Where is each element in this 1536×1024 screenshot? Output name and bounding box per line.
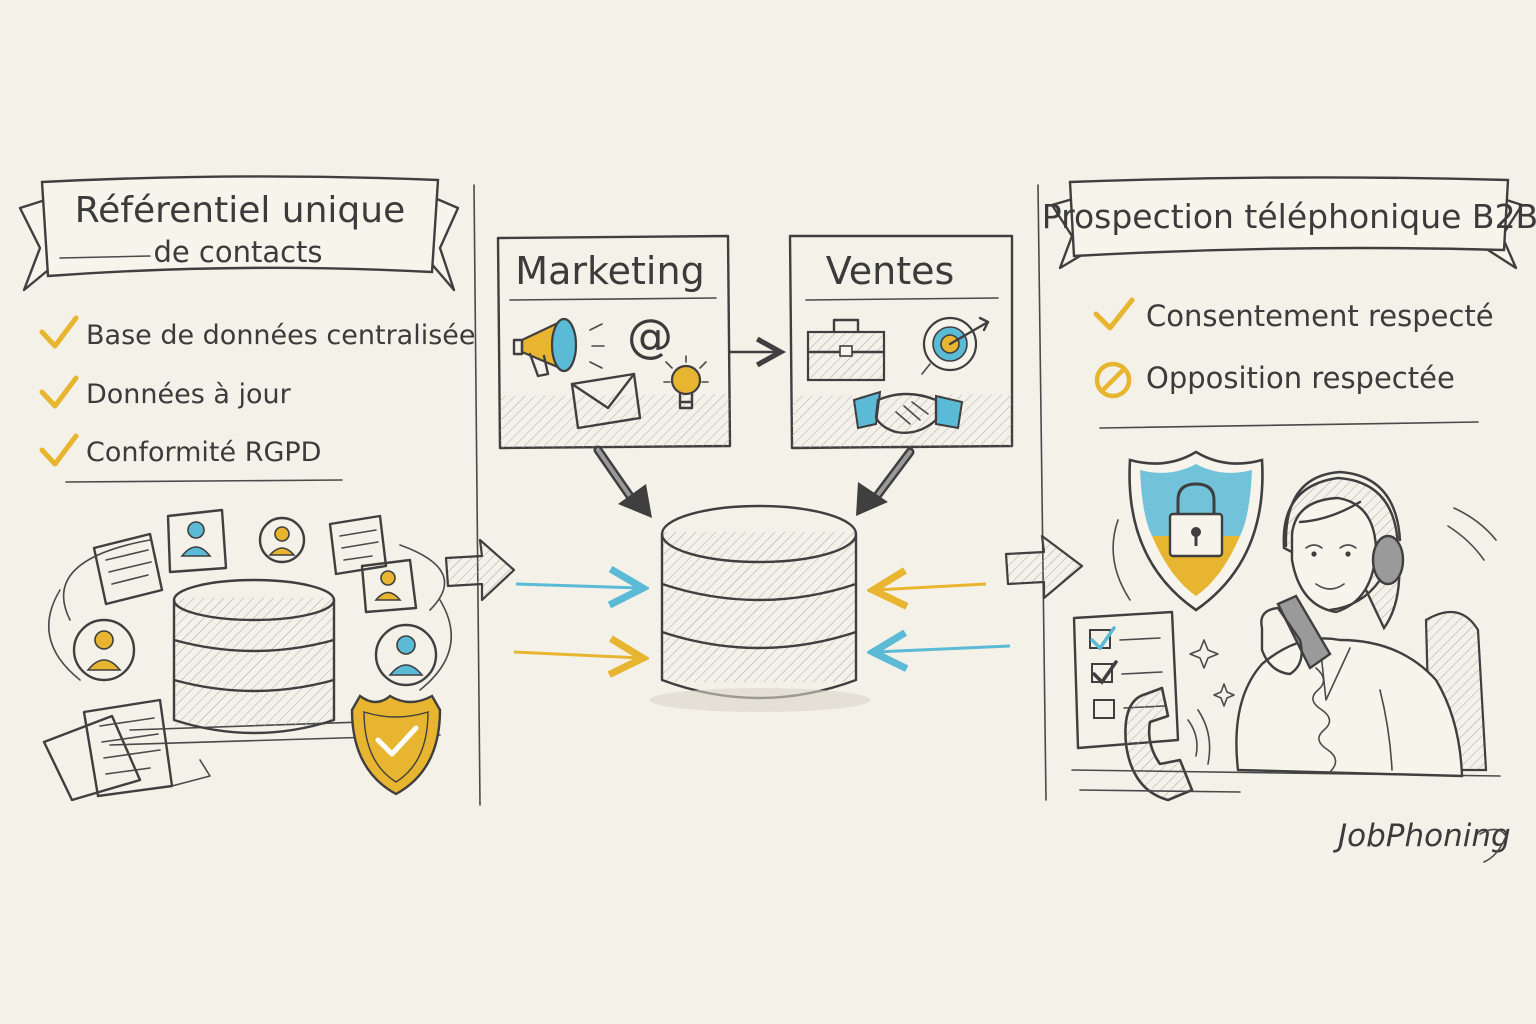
handshake-icon	[852, 390, 964, 434]
shield-check-icon	[350, 694, 442, 796]
flow-arrow-blue-in-right	[876, 646, 1011, 652]
left-illustration	[42, 508, 453, 802]
operator-with-headset	[1235, 470, 1488, 778]
phone-handset-icon	[1124, 686, 1211, 802]
ventes-panel: Ventes	[788, 234, 1014, 450]
arrow-ventes-to-db	[856, 447, 915, 516]
document-stack-icon	[42, 698, 211, 802]
central-database-icon	[650, 504, 870, 712]
signature-jobphoning: JobPhoning	[1332, 818, 1511, 854]
left-checklist: Base de données centralisée Données à jo…	[39, 315, 476, 483]
flow-arrow-yellow-in-left	[513, 652, 640, 658]
right-banner: Prospection téléphonique B2B	[1042, 176, 1536, 270]
envelope-icon	[570, 372, 642, 430]
arrow-marketing-to-db	[593, 445, 652, 518]
left-banner-line2: de contacts	[153, 235, 322, 269]
email-at-icon: @	[627, 309, 673, 363]
contact-avatar-icon	[374, 623, 438, 687]
left-item-3: Conformité RGPD	[86, 437, 321, 468]
flow-arrow-blue-in-left	[515, 584, 640, 588]
marketing-title: Marketing	[515, 249, 704, 293]
document-icon	[328, 514, 388, 576]
lightbulb-icon	[663, 355, 709, 410]
checkmark-icon	[39, 315, 79, 349]
prohibited-icon	[1094, 361, 1132, 399]
flow-arrow-right	[1004, 534, 1084, 600]
shield-lock-icon	[1128, 450, 1264, 612]
briefcase-icon	[806, 318, 886, 382]
right-illustration	[1071, 450, 1501, 802]
marketing-panel: Marketing @	[496, 234, 732, 450]
contact-card-icon	[360, 558, 418, 614]
checklist-icon	[1072, 610, 1180, 750]
target-icon	[921, 316, 990, 375]
left-item-1: Base de données centralisée	[86, 320, 476, 351]
checkmark-icon	[1093, 297, 1135, 331]
megaphone-icon	[512, 317, 605, 378]
checkmark-icon	[39, 375, 79, 409]
right-item-2: Opposition respectée	[1146, 361, 1455, 395]
document-icon	[92, 532, 164, 606]
right-checklist: Consentement respecté Opposition respect…	[1093, 297, 1494, 429]
left-banner-line1: Référentiel unique	[75, 190, 406, 231]
right-item-1: Consentement respecté	[1146, 299, 1494, 333]
divider-left	[473, 184, 481, 806]
right-banner-title: Prospection téléphonique B2B	[1042, 197, 1536, 236]
checkmark-icon	[39, 433, 79, 467]
signature-underline	[1479, 828, 1507, 863]
flow-arrow-left	[444, 538, 516, 602]
database-icon	[172, 578, 336, 735]
contact-avatar-icon	[72, 618, 136, 682]
flow-arrow-yellow-in-right	[876, 584, 987, 590]
divider-right	[1037, 184, 1047, 801]
left-item-2: Données à jour	[86, 379, 292, 410]
contact-avatar-icon	[258, 516, 306, 564]
left-banner: Référentiel unique de contacts	[18, 175, 460, 292]
ventes-title: Ventes	[826, 249, 955, 293]
contact-card-icon	[166, 508, 228, 574]
